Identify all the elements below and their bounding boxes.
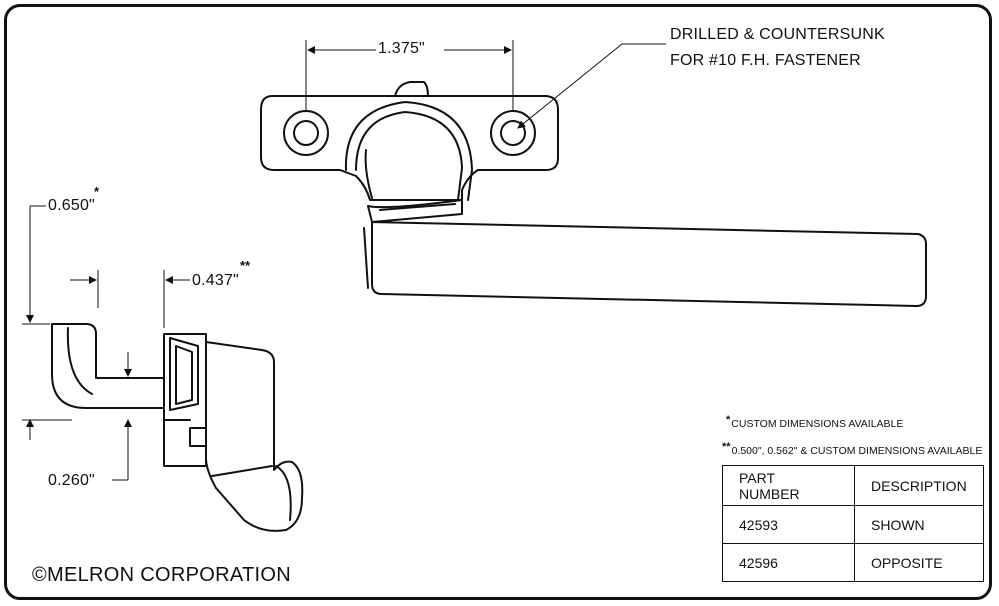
dimension-offset-mark: **: [240, 258, 251, 273]
callout-line-1: DRILLED & COUNTERSUNK: [670, 26, 885, 43]
side-view: [51, 323, 304, 532]
table-cell-description: OPPOSITE: [854, 543, 984, 582]
drawing-frame: [4, 4, 992, 600]
parts-table: PART NUMBER DESCRIPTION 42593 SHOWN 4259…: [722, 465, 984, 582]
column-header-part-number: PART NUMBER: [722, 465, 855, 506]
table-cell-part-number: 42596: [722, 543, 855, 582]
callout-line-2: FOR #10 F.H. FASTENER: [670, 52, 861, 69]
table-header-row: PART NUMBER DESCRIPTION: [722, 465, 984, 506]
table-cell-description: SHOWN: [854, 505, 984, 544]
mounting-hole-right: [490, 110, 536, 156]
handle-arm: [363, 199, 927, 307]
table-row: 42596 OPPOSITE: [722, 543, 984, 582]
dimension-hook-height-mark: *: [94, 184, 100, 199]
dimension-offset: 0.437": [192, 272, 239, 289]
dimension-hole-spacing: 1.375": [378, 40, 425, 57]
table-row: 42593 SHOWN: [722, 505, 984, 544]
table-cell-part-number: 42593: [722, 505, 855, 544]
dimension-arm-gap: 0.260": [48, 472, 95, 489]
copyright-notice: ©MELRON CORPORATION: [32, 564, 291, 586]
dimension-hook-height: 0.650": [48, 197, 95, 214]
mounting-hole-left: [283, 110, 329, 156]
note-alternate-dimensions: **0.500", 0.562" & CUSTOM DIMENSIONS AVA…: [722, 441, 983, 457]
column-header-description: DESCRIPTION: [854, 465, 984, 506]
note-custom-dimensions: *CUSTOM DIMENSIONS AVAILABLE: [726, 414, 904, 430]
